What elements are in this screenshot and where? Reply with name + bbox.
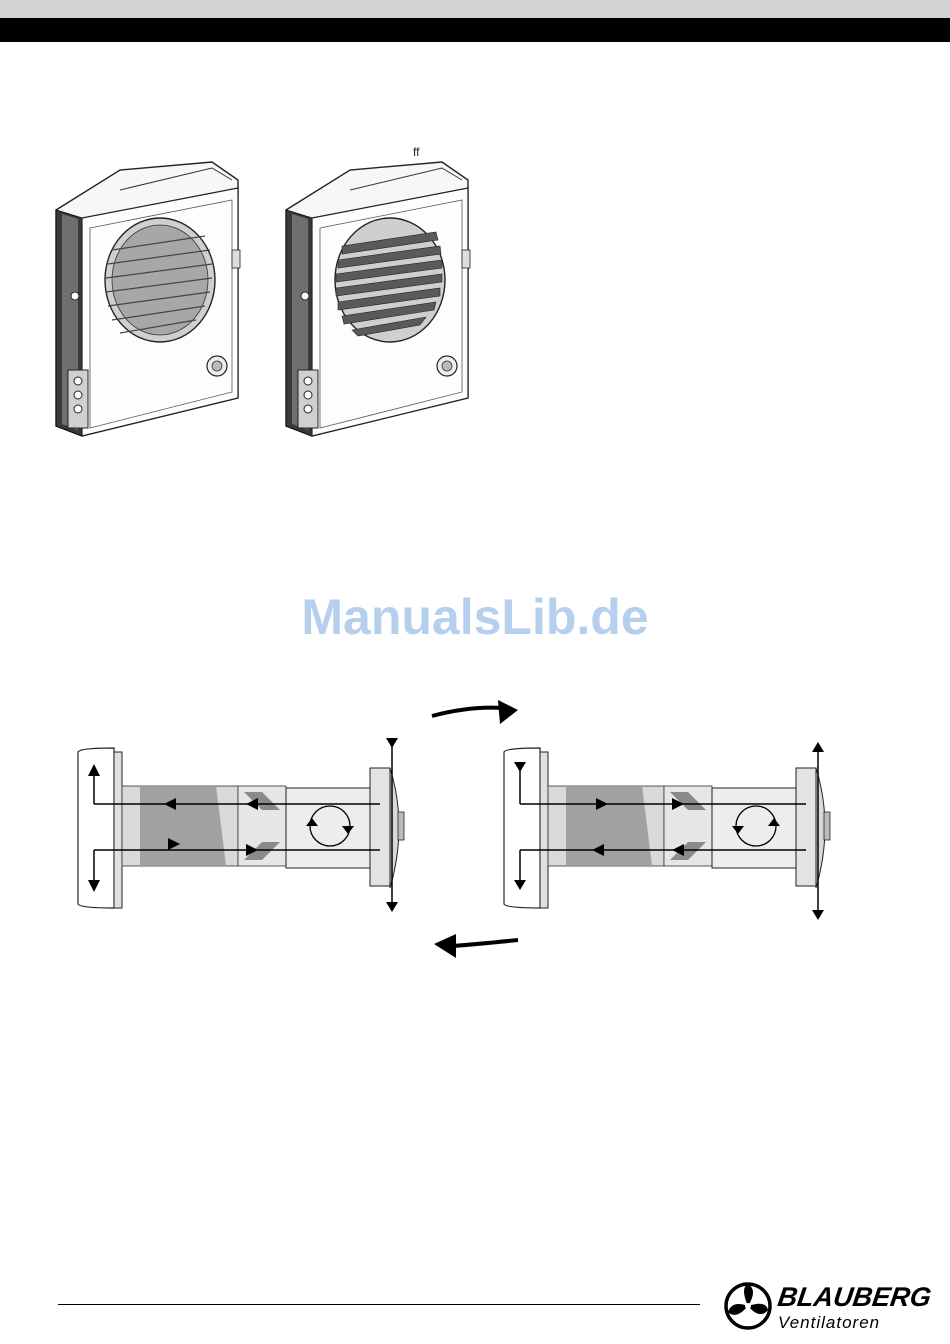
figure-label: ff <box>413 145 419 159</box>
airflow-diagram-left <box>78 738 404 912</box>
footer-divider <box>58 1304 700 1305</box>
brand-subtitle: Ventilatoren <box>778 1313 880 1333</box>
airflow-diagram-right <box>504 742 830 920</box>
brand-name: BLAUBERG <box>776 1282 933 1313</box>
cycle-arrow-left <box>434 934 518 958</box>
blauberg-fan-icon <box>726 1284 770 1328</box>
watermark-text: ManualsLib.de <box>0 588 950 646</box>
ventilator-unit-right <box>286 162 470 436</box>
cycle-arrow-right <box>432 700 518 724</box>
ventilator-unit-left <box>56 162 240 436</box>
